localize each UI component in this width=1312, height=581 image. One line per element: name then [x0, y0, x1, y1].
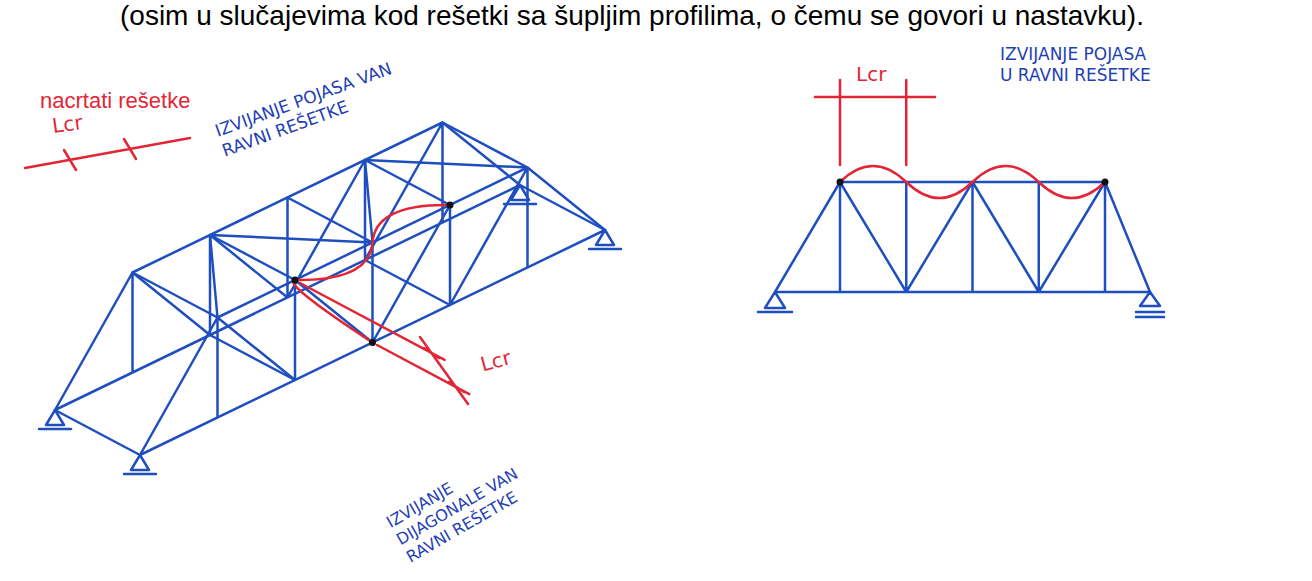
transverse-bracing: [55, 123, 605, 456]
note-text: (osim u slučajevima kod rešetki sa šuplj…: [120, 0, 1160, 32]
node-dot: [369, 339, 376, 346]
handwritten-annotation: IZVIJANJE POJASA VAN RAVNI REŠETKE: [212, 49, 429, 162]
node-dot: [292, 277, 299, 284]
handwritten-annotation: IZVIJANJE DIJAGONALE VAN RAVNI REŠETKE: [383, 433, 556, 567]
plane-truss: [775, 182, 1150, 292]
support-symbol: [758, 292, 1164, 317]
handwritten-annotation: IZVIJANJE POJASA U RAVNI REŠETKE: [1000, 44, 1158, 87]
support-symbol: [39, 185, 621, 474]
front-truss: [140, 168, 605, 456]
length-label: Lcr: [478, 338, 542, 377]
buckled-diagonal: [293, 280, 372, 343]
node-dot: [837, 179, 844, 186]
dimension-line: [300, 283, 469, 404]
instruction-text: nacrtati rešetke: [40, 88, 240, 114]
node-dot: [447, 202, 454, 209]
length-label: Lcr: [856, 62, 916, 86]
buckled-chord: [295, 205, 450, 280]
dimension-line: [815, 80, 935, 165]
buckled-chord: [840, 166, 1105, 198]
node-dot: [1102, 179, 1109, 186]
dimension-line: [25, 138, 190, 170]
